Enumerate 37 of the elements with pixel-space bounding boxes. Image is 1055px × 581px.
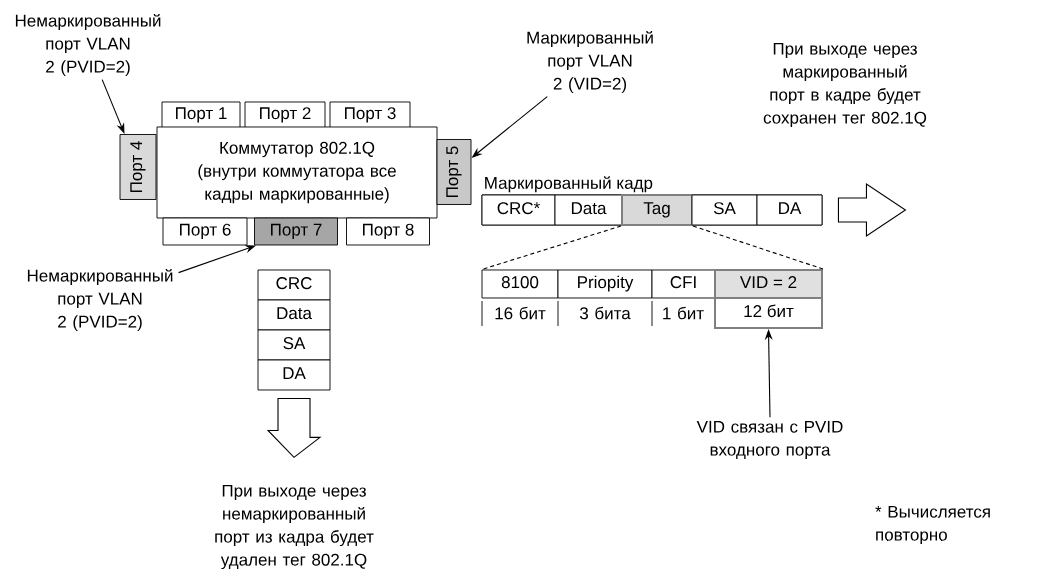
field-cell: CRC*	[481, 194, 556, 226]
caption-text: VID связан с PVID входного порта	[696, 420, 843, 460]
field-cell: VID = 2	[714, 269, 823, 299]
caption-text: При выходе через немаркированный порт из кадра будет удален тег 802.1Q	[215, 484, 374, 570]
callout-text: Немаркированный порт VLAN 2 (PVID=2)	[15, 13, 161, 77]
callout-text: Немаркированный порт VLAN 2 (PVID=2)	[27, 268, 173, 332]
field-cell: DA	[756, 194, 823, 226]
field-cell: SA	[691, 194, 758, 226]
field-cell: Tag	[621, 194, 693, 226]
port-box: Порт 2	[244, 101, 326, 129]
bit-size-text: 1 бит	[663, 306, 704, 320]
field-cell: SA	[257, 329, 331, 361]
footnote-text: * Вычисляется повторно	[875, 505, 990, 545]
field-cell: 12 бит	[714, 297, 823, 329]
caption-text: При выходе через маркированный порт в кадре будет сохранен тег 802.1Q	[763, 42, 927, 128]
port-box: Порт 7	[254, 217, 338, 246]
port-box: Порт 3	[329, 101, 411, 129]
field-cell: Priopity	[557, 269, 653, 299]
callout-text: Маркированный порт VLAN 2 (VID=2)	[527, 30, 653, 94]
bit-size-text: 16 бит	[495, 306, 546, 320]
field-cell: CFI	[651, 269, 716, 299]
dashed-line	[692, 225, 824, 270]
field-cell: Data	[257, 299, 331, 331]
port-box: Порт 6	[162, 217, 248, 246]
port-box: Порт 8	[346, 217, 430, 246]
port-box: Порт 1	[161, 101, 241, 129]
node-label: Маркированный кадр	[485, 176, 653, 193]
block-arrow	[837, 182, 907, 238]
field-cell: 8100	[481, 269, 559, 299]
port-box: Порт 4	[119, 134, 157, 200]
port-box: Порт 5	[436, 139, 472, 205]
block-arrow	[266, 397, 322, 459]
dashed-line	[481, 225, 622, 271]
field-cell: DA	[257, 359, 331, 391]
bit-size-text: 3 бита	[579, 306, 631, 320]
field-cell: Data	[554, 194, 623, 226]
field-cell: CRC	[257, 269, 331, 301]
